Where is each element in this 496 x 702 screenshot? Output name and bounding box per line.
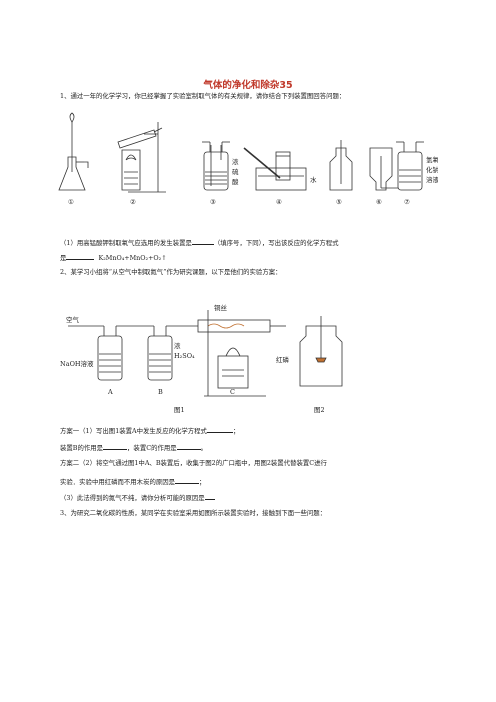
q2-plan1-c-text: ，装置C的作用是 — [127, 444, 177, 452]
label-copper: 铜丝 — [214, 303, 228, 312]
bottle-b — [147, 335, 173, 381]
apparatus-number-5: ⑤ — [336, 198, 342, 206]
apparatus-4-water-trough — [243, 147, 307, 191]
q2-plan1-text: 方案一（1）写出图1装置A中发生反应的化学方程式 — [60, 427, 207, 435]
q2-apparatus-figure: 空气 铜丝 NaOH溶液 浓 H₂SO₄ A B C 红磷 图1 图2 — [60, 303, 343, 414]
q2-intro: 2、某学习小组将“从空气中制取氮气”作为研究课题，以下是他们的实验方案： — [60, 268, 282, 276]
label-naoh-1: 氢氧 — [426, 155, 438, 164]
apparatus-number-6: ⑥ — [376, 198, 382, 206]
label-air: 空气 — [66, 315, 80, 324]
tube-c — [197, 319, 271, 333]
label-water: 水 — [310, 175, 317, 184]
q1-part1-equation: K₂MnO₄+MnO₂+O₂↑ — [98, 254, 167, 262]
answer-blank-equation[interactable] — [66, 252, 95, 260]
label-fig2: 图2 — [314, 406, 325, 414]
q1-part1-text-c: 是 — [60, 254, 67, 262]
apparatus-7-naoh-bottle — [396, 141, 424, 191]
answer-blank-reason[interactable] — [175, 476, 200, 484]
label-h2so4: H₂SO₄ — [174, 352, 195, 360]
q2-plan1-b-end: 。 — [200, 444, 208, 452]
bottle-a — [97, 335, 123, 381]
label-b: B — [158, 388, 163, 396]
label-conc-acid-1: 浓 — [232, 157, 239, 166]
q1-intro: 1、通过一年的化学学习，你已经掌握了实验室制取气体的有关规律，请你结合下列装置图… — [60, 92, 346, 100]
apparatus-5-collection-bottle — [329, 140, 353, 191]
label-conc: 浓 — [174, 341, 181, 350]
label-a: A — [107, 388, 113, 396]
apparatus-number-3: ③ — [210, 198, 216, 206]
apparatus-number-4: ④ — [276, 198, 282, 206]
q2-plan1-end: ； — [232, 427, 240, 435]
q1-apparatus-figure: 浓 硫 酸 水 氢氧 化钠 溶液 ① ② ③ ④ ⑤ ⑥ ⑦ — [58, 112, 438, 206]
label-naoh-solution: NaOH溶液 — [60, 359, 94, 368]
q2-plan2-end: ； — [199, 478, 206, 486]
label-fig1: 图1 — [174, 406, 185, 414]
label-naoh-2: 化钠 — [426, 165, 438, 174]
wide-mouth-bottle — [299, 325, 343, 387]
q1-part1-text-b: （填序号，下同），写出该反应的化学方程式 — [213, 239, 339, 247]
label-red-phosphorus: 红磷 — [276, 355, 290, 364]
apparatus-number-2: ② — [130, 198, 136, 206]
q2-part3-text: （3）此法得到的氮气不纯，请你分析可能的原因是 — [60, 494, 205, 502]
page-title: 气体的净化和除杂35 — [203, 80, 293, 91]
answer-blank-device-c[interactable] — [176, 442, 201, 450]
label-c: C — [230, 388, 235, 396]
q2-plan1-b-text: 装置B的作用是 — [60, 444, 104, 452]
answer-blank-apparatus[interactable] — [191, 237, 214, 245]
apparatus-6-inverted-bottle — [369, 147, 398, 191]
answer-blank-plan1-equation[interactable] — [206, 425, 233, 433]
q2-plan2-line1: 方案二（2）将空气通过图1中A、B装置后，收集于图2的广口瓶中，用图2装置代替装… — [60, 459, 327, 467]
q2-plan2-text: 实验．实验中用红磷而不用木炭的原因是 — [60, 478, 176, 486]
label-conc-acid-2: 硫 — [232, 167, 239, 176]
answer-blank-impurity[interactable] — [204, 492, 215, 500]
answer-blank-device-b[interactable] — [103, 442, 128, 450]
apparatus-number-1: ① — [68, 198, 74, 206]
label-naoh-3: 溶液 — [426, 175, 438, 184]
q1-part1-text-a: （1）用高锰酸钾制取氧气应选用的发生装置是 — [60, 239, 192, 247]
apparatus-3-wash-bottle — [202, 141, 230, 191]
apparatus-number-7: ⑦ — [404, 198, 410, 206]
q3-intro: 3、为研究二氧化碳的性质，某同学在实验室采用如图所示装置实验时，接触到下面一些问… — [60, 509, 327, 517]
q2-plan1-devices-line: 装置B的作用是 ，装置C的作用是 。 — [60, 442, 207, 453]
q2-plan1-line: 方案一（1）写出图1装置A中发生反应的化学方程式 ； — [60, 425, 239, 436]
q2-part3-line: （3）此法得到的氮气不纯，请你分析可能的原因是 — [60, 492, 215, 503]
label-conc-acid-3: 酸 — [232, 177, 239, 186]
q2-plan2-line2: 实验．实验中用红磷而不用木炭的原因是 ； — [60, 476, 205, 487]
apparatus-1-flask-funnel — [58, 112, 89, 191]
q1-part1-line1: （1）用高锰酸钾制取氧气应选用的发生装置是 （填序号，下同），写出该反应的化学方程… — [60, 237, 339, 248]
q1-part1-line2: 是 K₂MnO₄+MnO₂+O₂↑ — [60, 252, 167, 263]
apparatus-2-heated-tube — [117, 122, 166, 193]
